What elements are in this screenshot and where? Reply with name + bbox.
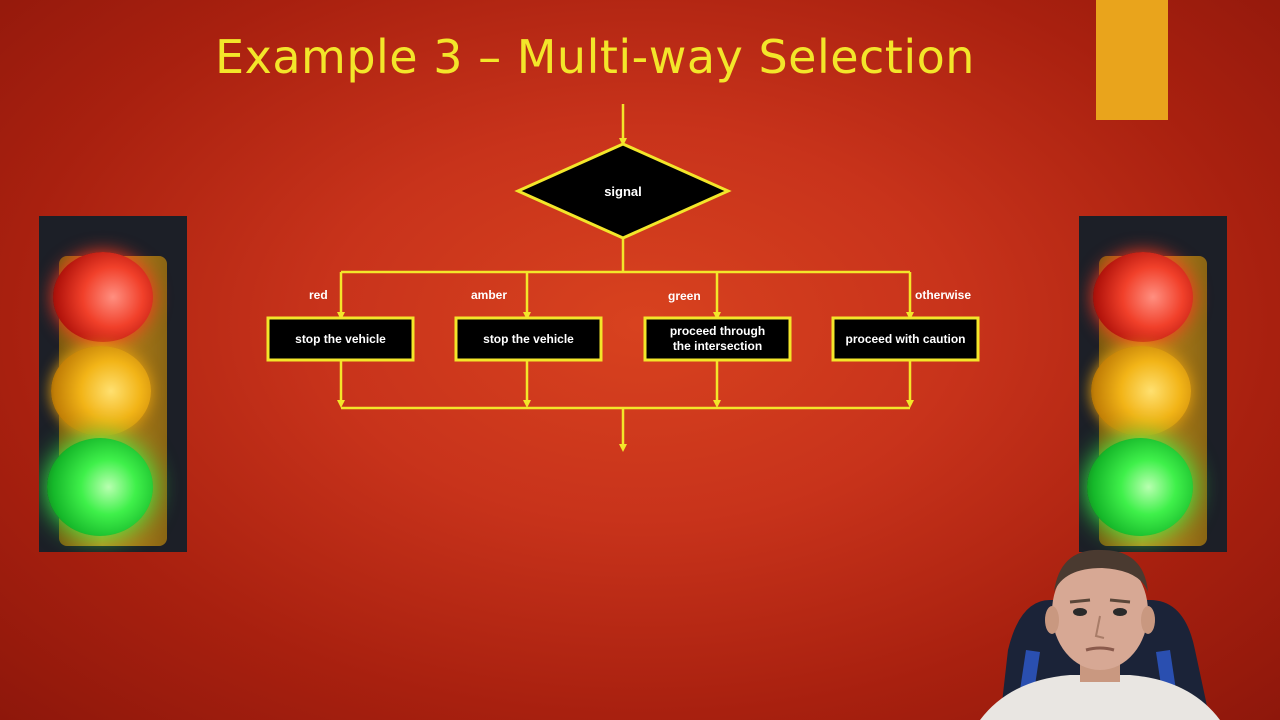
decision-diamond (514, 142, 732, 240)
action-box-amber (454, 316, 603, 362)
traffic-light-image-right (1079, 216, 1227, 552)
ear (1141, 606, 1155, 634)
brow (1109, 598, 1131, 604)
action-text-amber: stop the vehicle (483, 331, 574, 346)
shirt (980, 675, 1220, 720)
eye (1113, 608, 1127, 616)
accent-bar (1096, 0, 1168, 120)
branch-label-red: red (309, 288, 328, 302)
presenter-webcam (980, 549, 1220, 720)
eye (1073, 608, 1087, 616)
ear (1045, 606, 1059, 634)
slide-title: Example 3 – Multi-way Selection (215, 30, 975, 84)
mouth (1085, 646, 1115, 652)
hair (1054, 549, 1148, 592)
red-lamp (53, 252, 153, 342)
green-lamp (1087, 438, 1193, 536)
red-lamp (1093, 252, 1193, 342)
branch-label-amber: amber (471, 288, 508, 302)
action-text-green: proceed through the intersection (669, 324, 766, 353)
brow (1069, 598, 1091, 604)
branch-label-otherwise: otherwise (915, 288, 972, 302)
chair-accent (1020, 650, 1040, 692)
amber-lamp (51, 346, 151, 436)
action-text-red: stop the vehicle (295, 331, 386, 346)
action-box-green (643, 316, 792, 362)
nose (1094, 615, 1105, 639)
action-text-otherwise: proceed with caution (845, 331, 966, 346)
head (1052, 554, 1148, 670)
branch-label-green: green (668, 289, 701, 303)
action-box-otherwise (831, 316, 980, 362)
action-box-red (266, 316, 415, 362)
decision-label: signal (604, 183, 642, 199)
traffic-light-image-left (39, 216, 187, 552)
green-lamp (47, 438, 153, 536)
amber-lamp (1091, 346, 1191, 436)
